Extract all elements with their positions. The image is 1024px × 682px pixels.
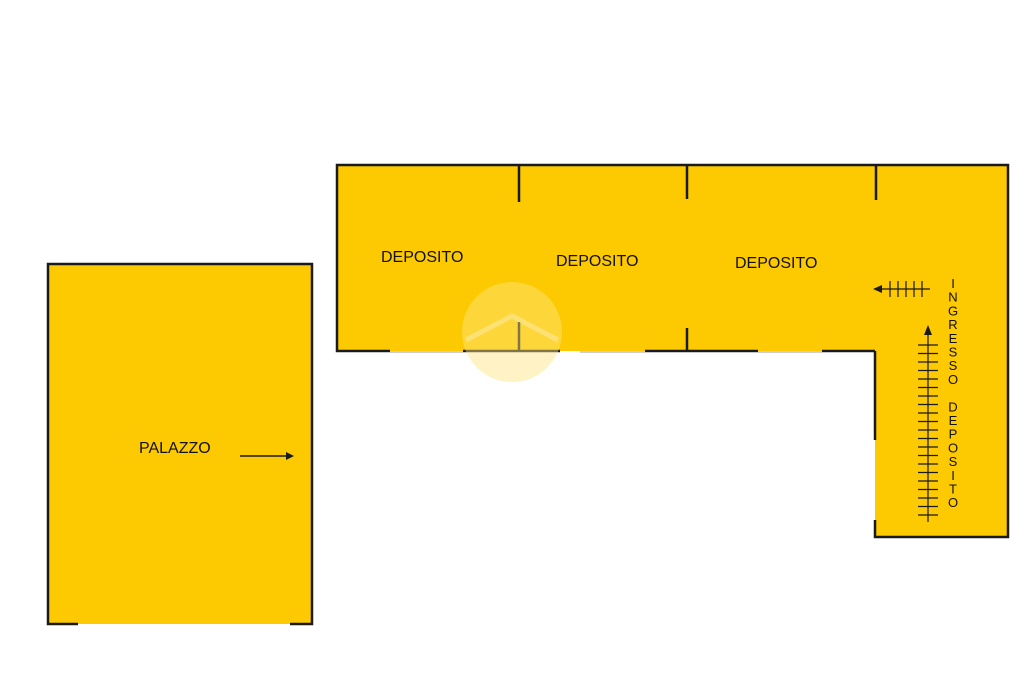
vertical-label-letter: O — [948, 495, 958, 510]
vertical-label-letter: O — [948, 372, 958, 387]
deposito-outer-walls — [335, 163, 1010, 539]
vertical-label-letter: I — [951, 468, 955, 483]
palazzo-walls — [46, 262, 314, 626]
vertical-label-letter: T — [949, 482, 957, 497]
watermark-house-icon — [462, 282, 562, 382]
palazzo-floor — [48, 264, 312, 624]
vertical-label-letter: O — [948, 440, 958, 455]
vertical-label-letter: G — [948, 303, 958, 318]
room-label-deposito-3: DEPOSITO — [735, 255, 817, 272]
vertical-label-letter: S — [949, 358, 958, 373]
room-label-deposito-1: DEPOSITO — [381, 249, 463, 266]
vertical-label-letter: I — [951, 276, 955, 291]
deposito-block — [335, 163, 1010, 539]
palazzo-block — [46, 262, 314, 626]
arrow-right-icon — [240, 452, 294, 460]
vertical-label-letter: E — [949, 413, 958, 428]
room-label-deposito-2: DEPOSITO — [556, 253, 638, 270]
vertical-label-letter: R — [948, 317, 957, 332]
vertical-label-letter: S — [949, 454, 958, 469]
vertical-label-letter: E — [949, 331, 958, 346]
vertical-label-letter: N — [948, 290, 957, 305]
vertical-label-letter: S — [949, 345, 958, 360]
room-label-palazzo: PALAZZO — [139, 440, 211, 457]
stair-arrow-left-icon — [873, 281, 930, 297]
stair-arrow-up-icon — [918, 325, 938, 522]
vertical-label-letter: D — [948, 399, 957, 414]
vertical-label-letter: P — [949, 427, 958, 442]
